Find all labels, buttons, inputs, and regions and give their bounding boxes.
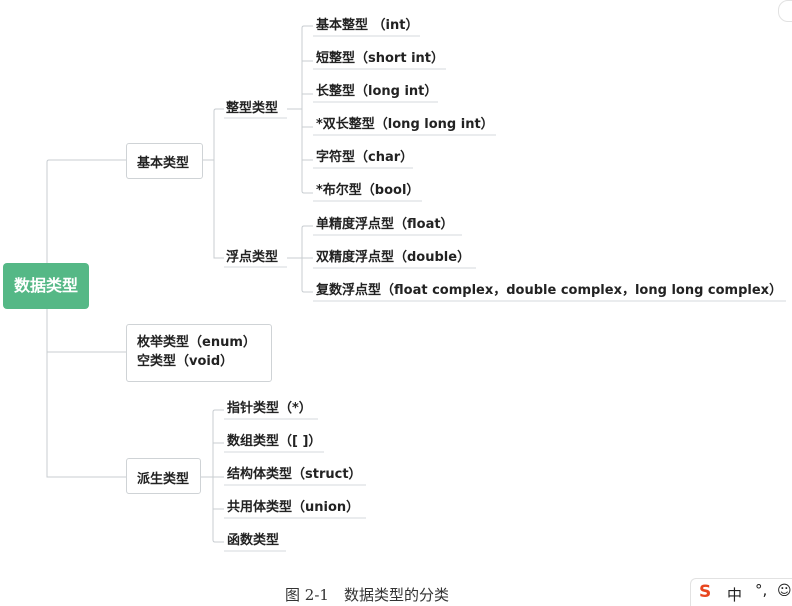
void-type-label: 空类型（void） [137,354,234,369]
ime-punctuation-toggle[interactable]: °, [755,581,768,599]
leaf-char: 字符型（char） [316,150,414,165]
ime-emoji-icon[interactable]: ☺ [777,583,792,599]
leaf-function: 函数类型 [227,533,280,548]
corner-widget[interactable] [778,0,792,22]
leaf-bool: *布尔型（bool） [316,183,420,198]
enum-type-label: 枚举类型（enum） [137,335,256,350]
leaf-struct: 结构体类型（struct） [227,467,362,482]
float-type-label: 浮点类型 [226,250,279,265]
leaf-short-int: 短整型（short int） [316,51,445,66]
sogou-logo-icon[interactable]: S [699,582,712,602]
root-node: 数据类型 [3,263,89,309]
leaf-long-long-int: *双长整型（long long int） [316,117,494,132]
leaf-int: 基本整型 （int） [316,18,419,33]
leaf-float: 单精度浮点型（float） [316,217,454,232]
basic-type-node: 基本类型 [126,143,203,179]
basic-type-label: 基本类型 [137,156,190,171]
enum-void-node: 枚举类型（enum） 空类型（void） [126,324,272,382]
ime-mode-toggle[interactable]: 中 [727,586,743,604]
leaf-array: 数组类型（[ ]） [227,434,322,449]
ime-toolbar[interactable]: S 中 °, ☺ [690,578,792,606]
derived-type-label: 派生类型 [137,472,190,487]
integer-type-label: 整型类型 [226,101,279,116]
leaf-pointer: 指针类型（*） [227,401,312,416]
leaf-double: 双精度浮点型（double） [316,250,471,265]
leaf-long-int: 长整型（long int） [316,84,438,99]
leaf-complex: 复数浮点型（float complex，double complex，long … [316,283,783,298]
figure-caption: 图 2-1 数据类型的分类 [285,586,449,604]
derived-type-node: 派生类型 [126,458,201,494]
leaf-union: 共用体类型（union） [227,500,360,515]
